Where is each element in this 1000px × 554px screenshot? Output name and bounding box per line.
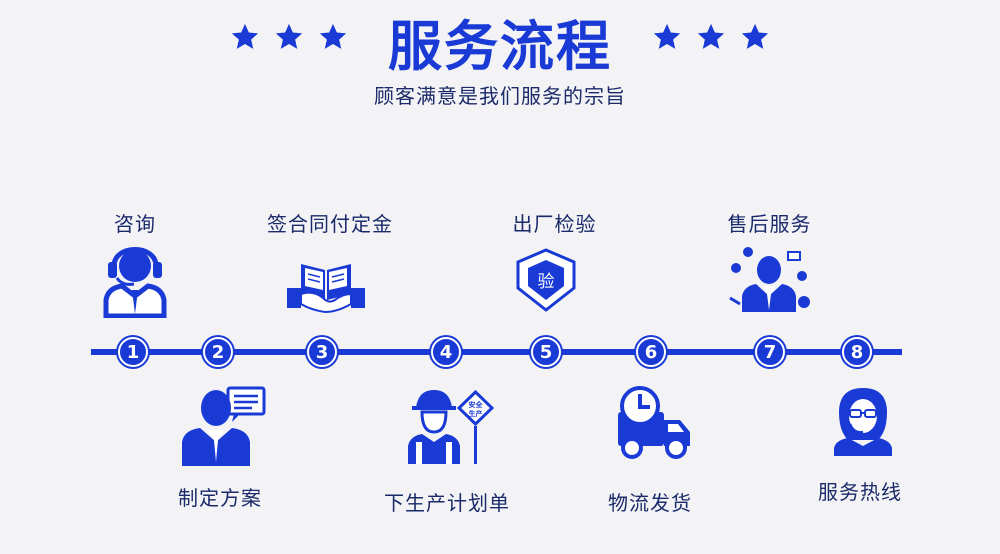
worker-safety-sign-icon: 安全 生产 xyxy=(406,386,494,466)
step-number-3: 3 xyxy=(307,337,337,367)
page-title: 服务流程 xyxy=(388,15,612,78)
step-label-7: 售后服务 xyxy=(727,212,812,236)
step-label-3: 签合同付定金 xyxy=(267,212,393,236)
svg-text:安全: 安全 xyxy=(469,400,484,409)
star-icon xyxy=(319,23,347,49)
step-number-1: 1 xyxy=(118,337,148,367)
step-label-1: 咨询 xyxy=(114,212,156,236)
star-icon xyxy=(697,23,725,49)
star-icon xyxy=(653,23,681,49)
aftersales-agent-icon xyxy=(724,246,814,314)
step-label-4: 下生产计划单 xyxy=(384,491,510,515)
left-stars xyxy=(230,22,348,52)
delivery-truck-icon xyxy=(614,384,694,462)
step-label-6: 物流发货 xyxy=(608,491,692,515)
star-icon xyxy=(275,23,303,49)
step-number-4: 4 xyxy=(431,337,461,367)
right-stars xyxy=(652,22,770,52)
step-label-8: 服务热线 xyxy=(818,480,902,504)
handshake-contract-icon xyxy=(285,260,367,318)
consultant-speech-icon xyxy=(178,386,268,468)
step-label-5: 出厂检验 xyxy=(512,212,597,236)
step-number-2: 2 xyxy=(203,337,233,367)
hotline-operator-icon xyxy=(830,384,896,458)
step-number-6: 6 xyxy=(636,337,666,367)
timeline-bar xyxy=(91,349,902,355)
svg-text:生产: 生产 xyxy=(469,409,483,418)
star-icon xyxy=(741,23,769,49)
star-icon xyxy=(231,23,259,49)
headset-agent-icon xyxy=(100,236,170,318)
step-label-2: 制定方案 xyxy=(178,486,262,510)
page-subtitle: 顾客满意是我们服务的宗旨 xyxy=(374,84,626,108)
step-number-7: 7 xyxy=(755,337,785,367)
inspection-mark: 验 xyxy=(538,272,555,292)
step-number-5: 5 xyxy=(531,337,561,367)
inspection-shield-icon: 验 xyxy=(512,248,580,314)
step-number-8: 8 xyxy=(842,337,872,367)
